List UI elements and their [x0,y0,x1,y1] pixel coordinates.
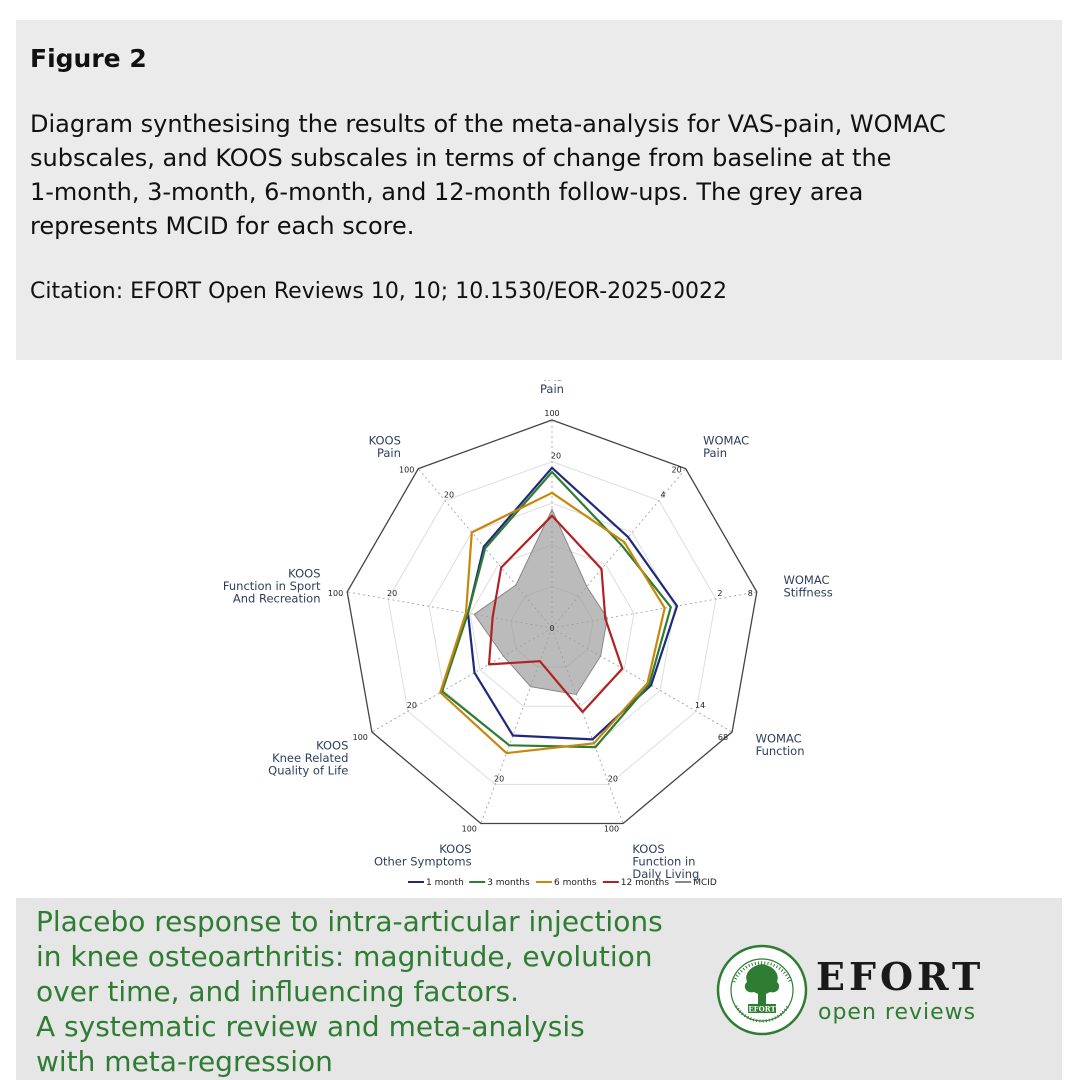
radar-axis-label-line: WOMAC [703,434,749,448]
radar-tick-outer: 100 [399,466,414,475]
radar-axis-label-line: KOOS [316,739,348,753]
radar-tick-inner: 20 [551,452,561,461]
radar-grid-ring [469,544,635,707]
radar-tick-inner: 2 [717,589,722,598]
radar-tick-inner: 20 [444,491,454,500]
article-title-line: A systematic review and meta-analysis [36,1010,585,1043]
radar-axis-label-line: KOOS [369,434,401,448]
figure-description-line: 1-month, 3-month, 6-month, and 12-month … [30,178,864,206]
radar-axis-label-line: Function in [632,854,695,868]
radar-tick-inner: 20 [608,774,618,783]
radar-chart-container: 010020VASPain204WOMACPain82WOMACStiffnes… [160,380,920,895]
series-line-12-months [487,514,624,714]
radar-tick-inner: 20 [494,774,504,783]
legend-label: 6 months [554,878,597,888]
radar-tick-inner: 20 [387,589,397,598]
legend-label: MCID [693,878,717,888]
article-title-line: with meta-regression [36,1045,333,1078]
brand-name: EFORT [816,954,985,999]
radar-axis-label-line: Daily Living [632,867,699,881]
radar-axis-label-line: And Recreation [233,592,321,606]
article-title: Placebo response to intra-articular inje… [36,904,736,1079]
radar-center-label: 0 [549,624,554,633]
svg-text:EFORT: EFORT [748,1005,776,1014]
figure-caption-box: Figure 2 Diagram synthesising the result… [16,20,1062,360]
article-title-line: over time, and influencing factors. [36,975,519,1008]
radar-tick-outer: 100 [353,733,368,742]
radar-tick-inner: 14 [695,701,705,710]
radar-tick-outer: 20 [672,466,682,475]
efort-seal-logo: EFORT [716,944,808,1036]
radar-axis-label-line: KOOS [439,842,471,856]
radar-axis-label-line: Pain [703,446,727,460]
radar-tick-outer: 100 [328,589,343,598]
figure-description-line: represents MCID for each score. [30,212,415,240]
radar-axis-label-line: Quality of Life [268,764,348,778]
radar-axis-label-line: VAS [541,380,563,384]
brand-subtitle: open reviews [818,1000,977,1025]
radar-grid-ring [387,461,717,785]
radar-tick-inner: 4 [660,491,665,500]
article-banner: Placebo response to intra-articular inje… [16,898,1062,1080]
figure-description: Diagram synthesising the results of the … [30,107,1048,243]
radar-axis-label-line: Function in Sport [223,579,321,593]
series-line-6-months [439,491,666,755]
figure-title: Figure 2 [30,44,147,73]
radar-axis-label-line: KOOS [632,842,664,856]
legend-label: 3 months [487,878,530,888]
radar-axis-label-line: Function [756,744,805,758]
radar-tick-outer: 100 [462,825,477,834]
radar-axis-label-line: KOOS [288,567,320,581]
radar-axis-label-line: Pain [377,446,401,460]
radar-axis-label-line: Pain [540,382,564,396]
radar-axis-label-line: Knee Related [272,751,348,765]
radar-axis-label: VASPain [540,380,564,396]
radar-tick-outer: 68 [718,733,728,742]
figure-description-line: subscales, and KOOS subscales in terms o… [30,144,892,172]
radar-tick-outer: 8 [748,589,753,598]
figure-description-line: Diagram synthesising the results of the … [30,110,946,138]
article-title-line: Placebo response to intra-articular inje… [36,905,663,938]
radar-axis-label-line: Other Symptoms [374,854,472,868]
radar-outer-frame [346,419,758,825]
radar-axis-label-line: WOMAC [784,573,830,587]
article-title-line: in knee osteoarthritis: magnitude, evolu… [36,940,653,973]
figure-citation: Citation: EFORT Open Reviews 10, 10; 10.… [30,279,728,304]
radar-axis-label-line: WOMAC [756,731,802,745]
radar-axis-label-line: Stiffness [784,585,833,599]
legend-label: 1 month [426,878,464,888]
radar-tick-outer: 100 [604,825,619,834]
legend-label: 12 months [621,878,670,888]
radar-chart: 010020VASPain204WOMACPain82WOMACStiffnes… [223,380,833,888]
radar-tick-outer: 100 [544,409,559,418]
radar-tick-inner: 20 [407,701,417,710]
